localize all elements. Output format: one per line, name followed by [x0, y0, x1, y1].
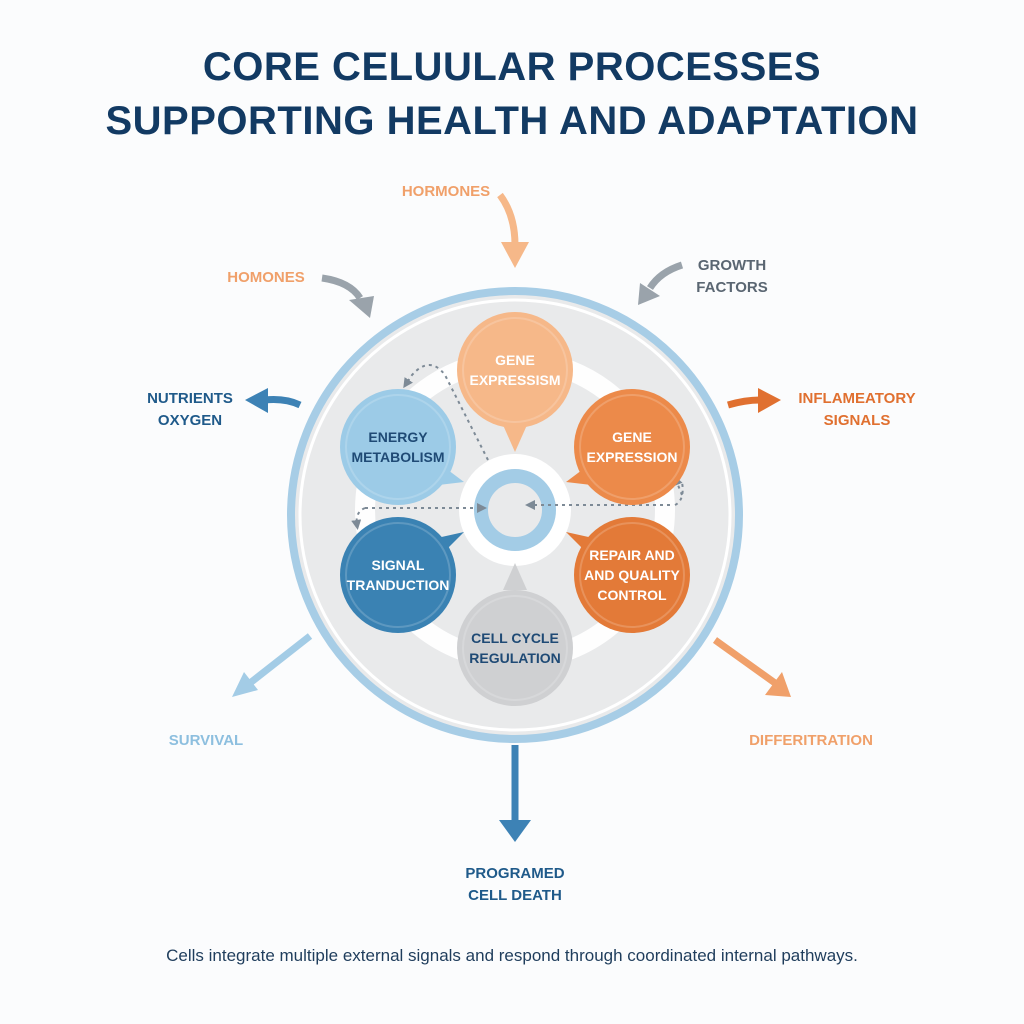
- node-label-line: CONTROL: [597, 587, 667, 603]
- label-differentiation: DIFFERITRATION: [749, 730, 873, 752]
- dotted-arrow-signal: [351, 507, 366, 530]
- tail-repair: [566, 532, 602, 548]
- node-label-line: CELL CYCLE: [471, 630, 559, 646]
- node-inner-ring: [579, 522, 685, 628]
- node-inner-ring: [462, 317, 568, 423]
- label-inflammatory-signals: INFLAMEATORY SIGNALS: [798, 388, 915, 432]
- node-inner-ring: [462, 595, 568, 701]
- arrow-differentiation: [712, 637, 778, 686]
- node-label-line: SIGNAL: [371, 557, 425, 573]
- node-label-repair-quality-control: REPAIR AND AND QUALITY CONTROL: [584, 545, 680, 605]
- node-repair-quality-control: [574, 517, 690, 633]
- label-survival: SURVIVAL: [169, 730, 243, 752]
- tail-signal: [428, 532, 464, 548]
- node-label-line: METABOLISM: [351, 449, 445, 465]
- page-title: CORE CELUULAR PROCESSES SUPPORTING HEALT…: [0, 40, 1024, 148]
- node-label-line: TRANDUCTION: [346, 577, 450, 593]
- title-line-1: CORE CELUULAR PROCESSES: [202, 45, 822, 89]
- node-energy-metabolism: [340, 389, 456, 505]
- node-label-line: ENERGY: [368, 429, 428, 445]
- arrow-growth-factors-head: [638, 283, 660, 305]
- growth-factors-line-2: FACTORS: [696, 279, 768, 296]
- signals-line: SIGNALS: [823, 412, 891, 429]
- node-label-line: GENE: [495, 352, 535, 368]
- hormones-left-text: HOMONES: [227, 269, 305, 286]
- node-gene-expression: [574, 389, 690, 505]
- arrow-survival-head: [232, 672, 258, 697]
- tail-gene-expressism: [503, 425, 527, 452]
- differentiation-text: DIFFERITRATION: [749, 732, 873, 749]
- node-label-line: REPAIR AND: [589, 547, 675, 563]
- node-gene-expressism: [457, 312, 573, 428]
- label-nutrients-oxygen: NUTRIENTS OXYGEN: [147, 388, 233, 432]
- arrow-programmed-death-head: [499, 820, 531, 842]
- label-hormones-left: HOMONES: [227, 267, 305, 289]
- programmed-line: PROGRAMED: [465, 865, 565, 882]
- hormones-top-text: HORMONES: [401, 183, 491, 200]
- dotted-arrow-energy: [403, 364, 489, 461]
- growth-factors-line-1: GROWTH: [697, 257, 767, 274]
- dotted-arrow-gene-exp: [673, 475, 683, 496]
- nucleus-ring: [474, 469, 556, 551]
- node-label-cell-cycle-regulation: CELL CYCLE REGULATION: [469, 628, 561, 668]
- arrow-nutrients: [264, 396, 302, 409]
- nutrients-line: NUTRIENTS: [147, 390, 233, 407]
- arrow-nutrients-head: [245, 388, 268, 413]
- arrow-inflammatory-head: [758, 388, 781, 413]
- node-label-line: GENE: [612, 429, 652, 445]
- caption: Cells integrate multiple external signal…: [166, 946, 858, 965]
- arrow-hormones-left-head: [349, 296, 374, 318]
- node-inner-ring: [579, 394, 685, 500]
- node-label-energy-metabolism: ENERGY METABOLISM: [351, 427, 444, 467]
- oxygen-line: OXYGEN: [157, 412, 223, 429]
- arrow-hormones-left: [321, 274, 363, 301]
- node-label-line: REGULATION: [469, 650, 561, 666]
- node-label-gene-expression: GENE EXPRESSION: [586, 427, 677, 467]
- node-label-line: AND QUALITY: [584, 567, 680, 583]
- cell-death-line: CELL DEATH: [468, 887, 562, 904]
- node-label-line: EXPRESSISM: [469, 372, 561, 388]
- inflammatory-line: INFLAMEATORY: [798, 390, 916, 407]
- node-label-signal-tranduction: SIGNAL TRANDUCTION: [347, 555, 450, 595]
- arrow-differentiation-head: [765, 672, 791, 697]
- node-label-gene-expressism: GENE EXPRESSISM: [469, 350, 560, 390]
- arrow-survival: [247, 633, 313, 686]
- arrow-growth-factors: [647, 261, 684, 290]
- label-hormones-top: HORMONES: [402, 181, 490, 203]
- node-label-line: EXPRESSION: [586, 449, 678, 465]
- node-inner-ring: [345, 522, 451, 628]
- node-signal-tranduction: [340, 517, 456, 633]
- node-inner-ring: [345, 394, 451, 500]
- survival-text: SURVIVAL: [168, 732, 244, 749]
- arrow-hormones-top: [497, 192, 519, 246]
- arrow-inflammatory: [727, 396, 761, 409]
- node-cell-cycle-regulation: [457, 590, 573, 706]
- label-programmed-cell-death: PROGRAMED CELL DEATH: [465, 863, 564, 907]
- title-line-2: SUPPORTING HEALTH AND ADAPTATION: [105, 99, 919, 143]
- label-growth-factors: GROWTH FACTORS: [696, 255, 767, 299]
- arrow-hormones-top-head: [501, 242, 529, 268]
- cell-inner-ring: [298, 298, 732, 732]
- tail-cell-cycle: [503, 563, 527, 590]
